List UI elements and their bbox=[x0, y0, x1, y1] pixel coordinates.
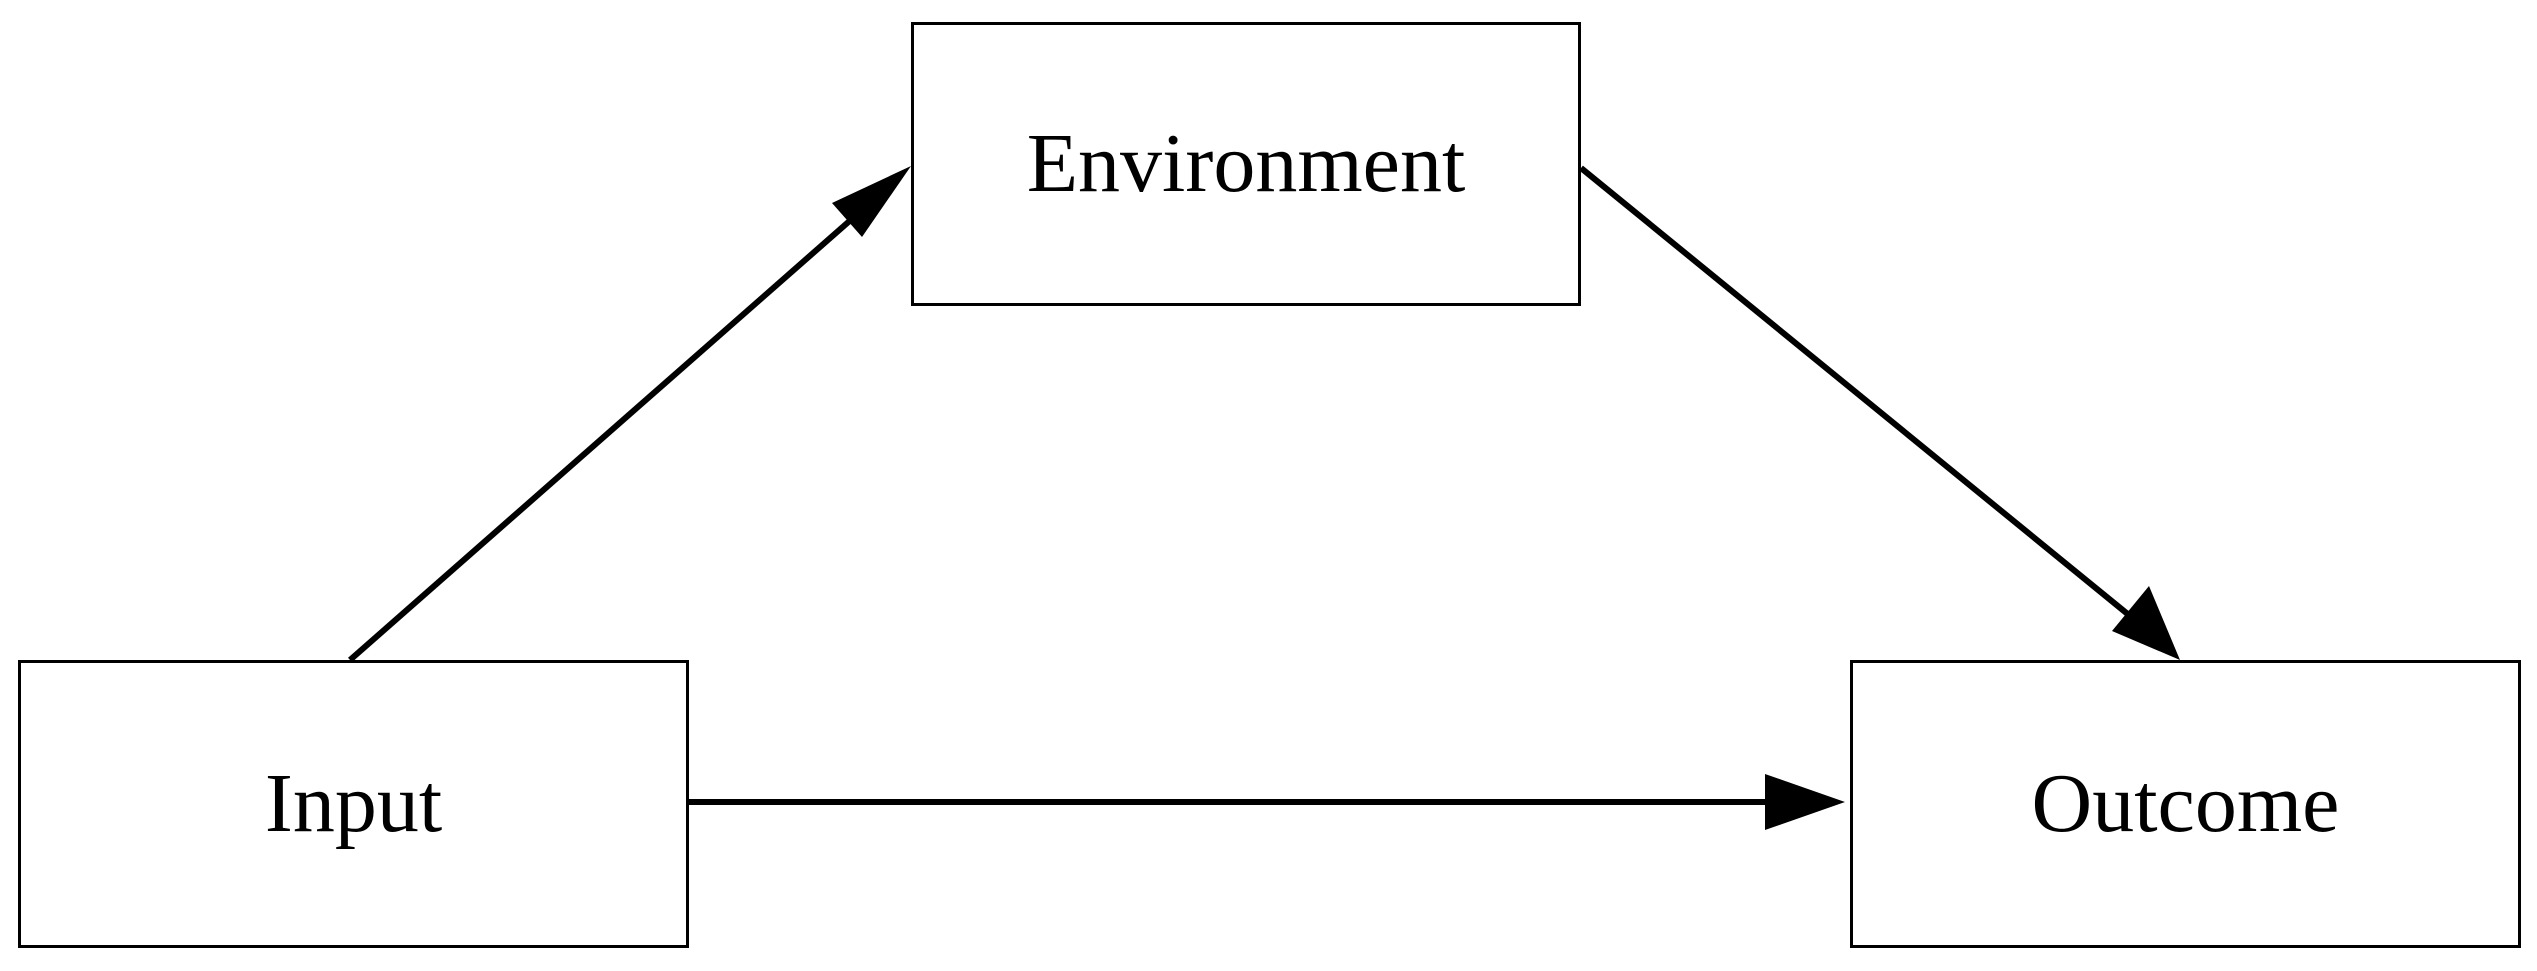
arrowhead-input-to-environment bbox=[832, 166, 911, 237]
environment-label: Environment bbox=[1026, 117, 1466, 210]
edge-input-to-environment bbox=[348, 193, 880, 663]
arrowhead-input-to-outcome bbox=[1765, 774, 1845, 830]
input-node: Input bbox=[18, 660, 689, 948]
outcome-label: Outcome bbox=[2031, 757, 2340, 850]
input-label: Input bbox=[264, 757, 443, 850]
edge-environment-to-outcome bbox=[1579, 165, 2137, 623]
arrowhead-environment-to-outcome bbox=[2112, 586, 2180, 660]
environment-node: Environment bbox=[911, 22, 1581, 306]
outcome-node: Outcome bbox=[1850, 660, 2521, 948]
